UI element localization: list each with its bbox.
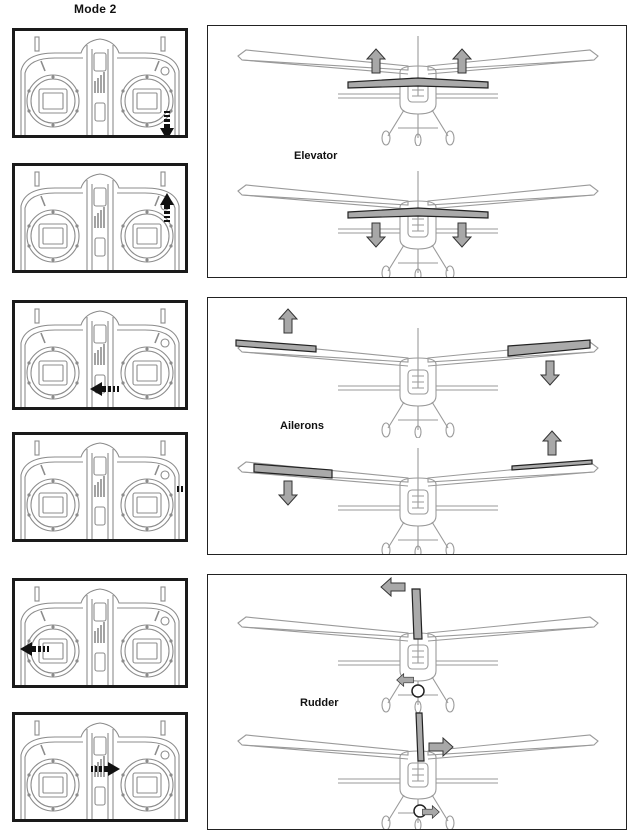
down-arrow-icon bbox=[278, 480, 298, 506]
transmitter-aileron-left bbox=[12, 300, 188, 410]
label-elevator: Elevator bbox=[294, 150, 338, 162]
transmitter-icon bbox=[15, 435, 185, 539]
transmitter-rudder-right bbox=[12, 712, 188, 822]
transmitter-elevator-down bbox=[12, 28, 188, 138]
transmitter-icon bbox=[15, 715, 185, 819]
rudder-surface bbox=[411, 588, 423, 640]
stick-down-arrow-icon bbox=[160, 111, 174, 135]
right-aileron bbox=[507, 339, 591, 357]
label-ailerons: Ailerons bbox=[280, 420, 325, 432]
transmitter-icon bbox=[20, 581, 185, 685]
elevator-diagram bbox=[237, 36, 599, 277]
panel-elevator: Elevator bbox=[207, 25, 627, 278]
transmitter-rudder-left bbox=[12, 578, 188, 688]
up-arrow-icon bbox=[452, 48, 472, 74]
left-aileron bbox=[235, 339, 317, 353]
left-aileron bbox=[253, 463, 333, 479]
up-arrow-icon bbox=[542, 430, 562, 456]
panel-rudder: Rudder bbox=[207, 574, 627, 830]
down-arrow-icon bbox=[452, 222, 472, 248]
transmitter-icon bbox=[15, 31, 185, 135]
panel-ailerons: Ailerons bbox=[207, 297, 627, 555]
up-arrow-icon bbox=[278, 308, 298, 334]
transmitter-elevator-up bbox=[12, 163, 188, 273]
down-arrow-icon bbox=[540, 360, 560, 386]
down-arrow-icon bbox=[366, 222, 386, 248]
left-arrow-icon bbox=[380, 577, 406, 597]
stick-up-arrow-icon bbox=[160, 193, 174, 222]
transmitter-aileron-right bbox=[12, 432, 188, 542]
stick-left-arrow-icon bbox=[20, 642, 49, 656]
elevator-surface bbox=[347, 207, 489, 219]
up-arrow-icon bbox=[366, 48, 386, 74]
right-aileron bbox=[511, 459, 593, 471]
ailerons-diagram bbox=[235, 308, 599, 554]
mode-title: Mode 2 bbox=[74, 2, 117, 16]
nose-wheel bbox=[411, 684, 425, 698]
transmitter-icon bbox=[15, 166, 185, 270]
rudder-surface bbox=[415, 712, 425, 762]
rudder-diagram bbox=[237, 577, 599, 829]
label-rudder: Rudder bbox=[300, 697, 339, 709]
stick-right-arrow-icon bbox=[177, 482, 185, 496]
transmitter-icon bbox=[15, 303, 185, 407]
elevator-surface bbox=[347, 77, 489, 89]
